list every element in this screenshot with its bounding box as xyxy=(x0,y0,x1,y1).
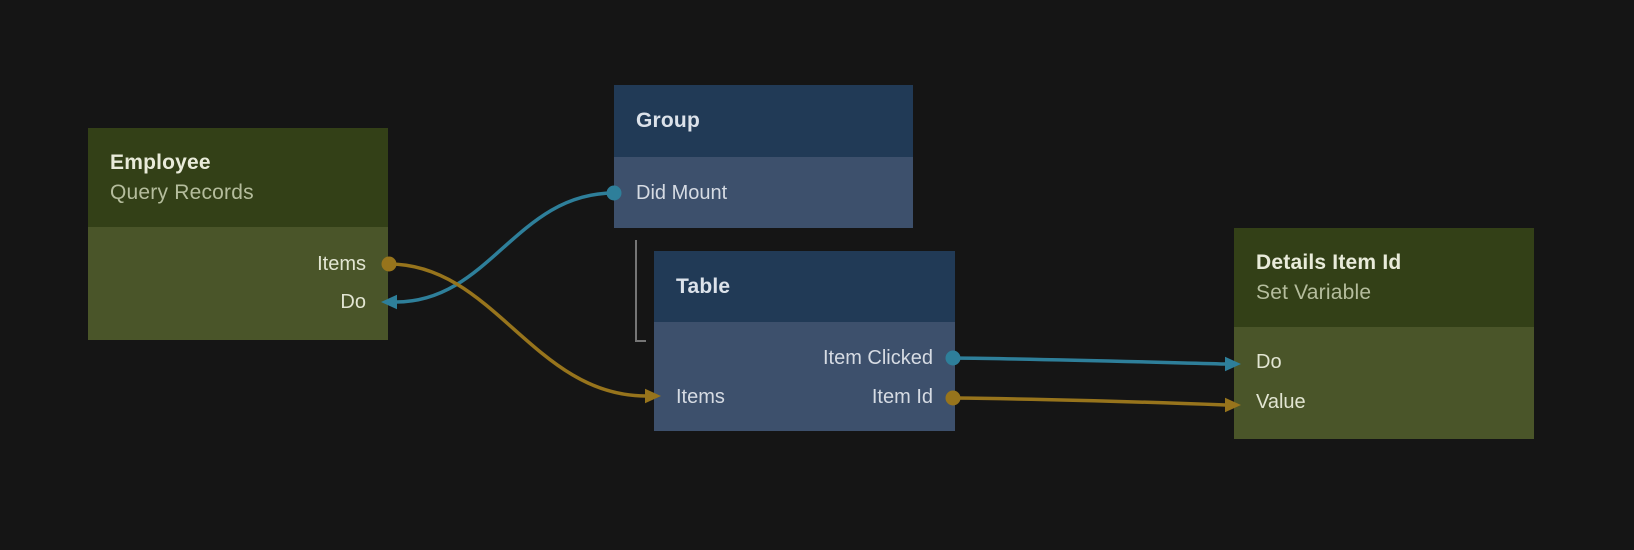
node-details-header: Details Item Id Set Variable xyxy=(1234,228,1534,327)
node-employee-header: Employee Query Records xyxy=(88,128,388,227)
node-subtitle: Query Records xyxy=(110,180,254,204)
node-group[interactable]: Group Did Mount xyxy=(614,85,913,228)
node-title: Group xyxy=(636,109,700,132)
node-subtitle: Set Variable xyxy=(1256,280,1372,304)
node-table-body: Item Clicked Items Item Id xyxy=(654,322,955,431)
edge-itemclicked-to-details-do[interactable] xyxy=(951,356,1228,366)
node-title: Details Item Id xyxy=(1256,250,1402,274)
port-details-do[interactable]: Do xyxy=(1256,351,1282,373)
hierarchy-bracket-group-table xyxy=(635,240,646,342)
node-employee-body: Items Do xyxy=(88,227,388,340)
node-table[interactable]: Table Item Clicked Items Item Id xyxy=(654,251,955,431)
port-group-did-mount[interactable]: Did Mount xyxy=(636,182,728,204)
node-title: Table xyxy=(676,274,731,298)
node-details-body: Do Value xyxy=(1234,327,1534,439)
node-title: Employee xyxy=(110,150,211,174)
node-table-header: Table xyxy=(654,251,955,322)
node-group-header: Group xyxy=(614,85,913,157)
port-employee-items[interactable]: Items xyxy=(317,253,366,275)
port-table-item-id[interactable]: Item Id xyxy=(871,386,933,408)
node-group-body: Did Mount xyxy=(614,157,913,228)
edge-itemid-to-details-value[interactable] xyxy=(951,396,1228,407)
port-table-item-clicked[interactable]: Item Clicked xyxy=(822,347,933,369)
port-employee-do[interactable]: Do xyxy=(340,291,366,313)
port-table-items[interactable]: Items xyxy=(676,386,725,408)
node-employee[interactable]: Employee Query Records Items Do xyxy=(88,128,388,340)
port-details-value[interactable]: Value xyxy=(1256,391,1306,413)
node-details-item-id[interactable]: Details Item Id Set Variable Do Value xyxy=(1234,228,1534,439)
edge-employee-items-to-table-items[interactable] xyxy=(387,262,648,398)
edge-didmount-to-employee-do[interactable] xyxy=(394,191,616,304)
